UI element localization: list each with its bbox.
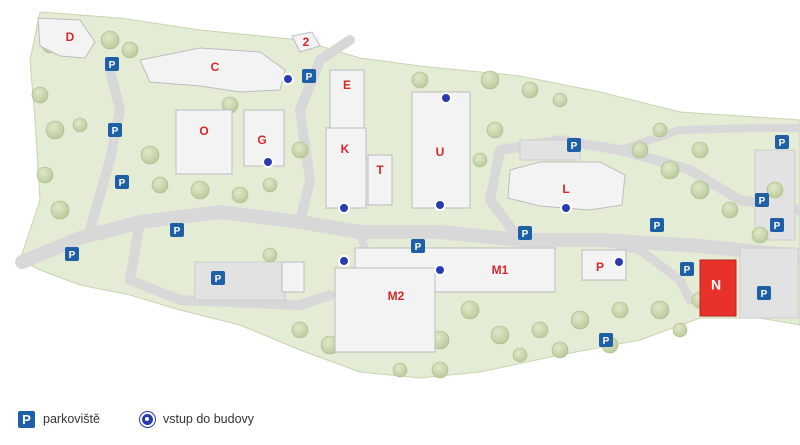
- parking-marker[interactable]: P: [567, 138, 581, 152]
- parking-marker[interactable]: P: [775, 135, 789, 149]
- svg-text:P: P: [761, 289, 768, 300]
- building-O[interactable]: [175, 109, 233, 175]
- parking-markers: P P P P P P P P P P P P P P P P P: [65, 57, 789, 347]
- entrance-marker[interactable]: [440, 92, 452, 104]
- svg-text:P: P: [603, 336, 610, 347]
- entrance-markers: [262, 73, 625, 276]
- svg-text:P: P: [109, 60, 116, 71]
- label-C: C: [211, 60, 220, 74]
- svg-text:P: P: [174, 226, 181, 237]
- label-D: D: [66, 30, 75, 44]
- svg-text:P: P: [571, 141, 578, 152]
- svg-text:P: P: [306, 72, 313, 83]
- parking-marker[interactable]: P: [211, 271, 225, 285]
- label-N: N: [711, 277, 721, 293]
- entrance-marker[interactable]: [338, 202, 350, 214]
- building-D[interactable]: [37, 17, 96, 59]
- parking-marker[interactable]: P: [115, 175, 129, 189]
- label-U: U: [436, 145, 445, 159]
- entrance-marker[interactable]: [560, 202, 572, 214]
- label-E: E: [343, 78, 351, 92]
- parking-legend-icon: P: [18, 410, 35, 428]
- entrance-marker[interactable]: [262, 156, 274, 168]
- svg-text:P: P: [654, 221, 661, 232]
- parking-marker[interactable]: P: [680, 262, 694, 276]
- building-C[interactable]: [139, 47, 286, 93]
- parking-marker[interactable]: P: [757, 286, 771, 300]
- building-2[interactable]: [291, 31, 321, 53]
- label-P: P: [596, 260, 604, 274]
- svg-text:P: P: [215, 274, 222, 285]
- label-M1: M1: [492, 263, 509, 277]
- building-E[interactable]: [329, 69, 365, 131]
- svg-text:P: P: [112, 126, 119, 137]
- parking-marker[interactable]: P: [411, 239, 425, 253]
- building-labels: D 2 C O G E K T U L M1 M2 P N: [66, 30, 721, 303]
- label-2: 2: [303, 35, 310, 49]
- entrance-marker[interactable]: [434, 199, 446, 211]
- building-T[interactable]: [367, 154, 393, 206]
- map-legend: P parkoviště vstup do budovy: [18, 408, 254, 430]
- building-K[interactable]: [325, 127, 367, 209]
- parking-marker[interactable]: P: [170, 223, 184, 237]
- svg-text:P: P: [759, 196, 766, 207]
- svg-text:P: P: [684, 265, 691, 276]
- parking-marker[interactable]: P: [770, 218, 784, 232]
- parking-legend-label: parkoviště: [43, 412, 100, 426]
- parking-marker[interactable]: P: [105, 57, 119, 71]
- label-L: L: [562, 182, 569, 196]
- parking-marker[interactable]: P: [755, 193, 769, 207]
- svg-text:P: P: [119, 178, 126, 189]
- building-U[interactable]: [411, 91, 471, 209]
- parking-marker[interactable]: P: [302, 69, 316, 83]
- svg-text:P: P: [779, 138, 786, 149]
- trees: [31, 30, 784, 379]
- label-M2: M2: [388, 289, 405, 303]
- entrance-legend-label: vstup do budovy: [162, 412, 255, 426]
- parking-marker[interactable]: P: [650, 218, 664, 232]
- parking-marker[interactable]: P: [65, 247, 79, 261]
- building-N[interactable]: [699, 259, 737, 317]
- campus-map: D 2 C O G E K T U L M1 M2 P N P P P P P …: [15, 11, 800, 379]
- label-K: K: [341, 142, 350, 156]
- entrance-marker[interactable]: [282, 73, 294, 85]
- parking-marker[interactable]: P: [108, 123, 122, 137]
- entrance-marker[interactable]: [613, 256, 625, 268]
- svg-text:P: P: [69, 250, 76, 261]
- entrance-legend-icon: [139, 411, 155, 427]
- building-small: [281, 261, 305, 293]
- svg-text:P: P: [774, 221, 781, 232]
- building-L[interactable]: [507, 161, 626, 211]
- label-T: T: [376, 163, 384, 177]
- parking-marker[interactable]: P: [599, 333, 613, 347]
- svg-text:P: P: [415, 242, 422, 253]
- building-M2[interactable]: [334, 267, 436, 353]
- label-G: G: [257, 133, 266, 147]
- svg-text:P: P: [522, 229, 529, 240]
- parking-marker[interactable]: P: [518, 226, 532, 240]
- entrance-marker[interactable]: [434, 264, 446, 276]
- buildings: [37, 17, 627, 353]
- entrance-marker[interactable]: [338, 255, 350, 267]
- label-O: O: [199, 124, 208, 138]
